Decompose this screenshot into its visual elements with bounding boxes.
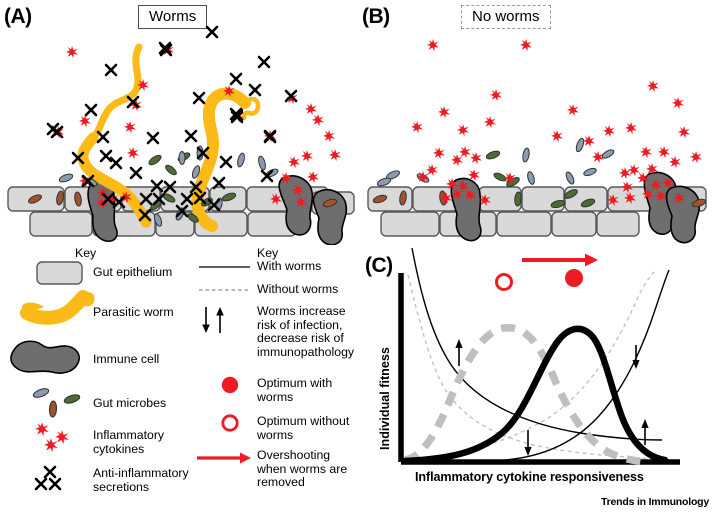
optimum-with-worms-marker — [565, 269, 583, 287]
key-right-item-label: Without worms — [257, 282, 339, 296]
key-right-icons — [197, 266, 251, 464]
gut-microbes-swatch — [32, 388, 81, 418]
panel-a: (A) Worms — [0, 0, 358, 245]
infection-shift-down-arrow — [632, 345, 640, 369]
inflammatory-cytokines-swatch — [35, 422, 69, 453]
key-right-item-label: Optimum with worms — [257, 376, 333, 404]
epithelium-lower-row — [29, 211, 297, 237]
open-red-circle-swatch — [221, 414, 239, 432]
key-left-heading: Key — [75, 246, 97, 260]
parasitic-worm — [191, 87, 261, 232]
chart-y-axis-label: Individual fitness — [378, 347, 392, 450]
panel-c-chart — [398, 247, 680, 466]
chart-x-axis-label: Inflammatory cytokine responsiveness — [415, 470, 644, 484]
gut-microbes — [372, 137, 707, 209]
anti-inflammatory-secretions-swatch — [34, 465, 62, 491]
panel-a-title: Worms — [138, 5, 208, 29]
key-right-item-label: Optimum without worms — [257, 414, 350, 442]
key-left: Key — [0, 245, 195, 516]
parasitic-worm — [77, 43, 152, 228]
key-left-item-label: Gut epithelium — [93, 265, 173, 279]
immunopathology-shift-down-arrow — [524, 430, 532, 456]
series-fitness-without-worms — [403, 324, 649, 466]
series-infection-risk-with-worms — [411, 247, 663, 441]
series-immunopathology-risk-without-worms — [404, 271, 655, 461]
immune-cell — [278, 175, 314, 236]
gut-epithelium-swatch — [36, 261, 83, 285]
key-right-item-label: With worms — [257, 259, 322, 273]
key-right-heading: Key — [257, 246, 279, 260]
filled-red-circle-swatch — [221, 376, 239, 394]
epithelium-lower-row — [380, 211, 640, 237]
journal-credit: Trends in Immunology — [601, 496, 710, 508]
key-left-item-label: Parasitic worm — [93, 305, 174, 319]
immune-cell — [312, 189, 348, 245]
immune-cell — [665, 185, 701, 244]
panel-a-letter: (A) — [4, 5, 32, 28]
panel-b-title: No worms — [461, 5, 551, 29]
panel-c: (C) — [360, 245, 716, 516]
series-immunopathology-risk-with-worms — [504, 269, 670, 461]
panel-b: (B) No worms — [358, 0, 716, 245]
key-left-item-label: Inflammatory cytokines — [93, 428, 165, 456]
immunopathology-shift-up-arrow — [641, 419, 649, 445]
overshoot-arrow — [522, 253, 598, 267]
key-right-item-label: Overshooting when worms are removed — [257, 448, 348, 490]
immune-cell-swatch — [10, 340, 81, 374]
key-left-icons — [10, 261, 95, 491]
panel-b-illustration — [367, 39, 707, 244]
panel-a-illustration — [7, 25, 355, 245]
key-left-item-label: Gut microbes — [93, 396, 167, 410]
parasitic-worm-swatch — [20, 290, 95, 325]
key-right-item-label: Worms increase risk of infection, decrea… — [257, 304, 355, 359]
up-down-arrows-swatch — [202, 307, 224, 333]
red-arrow-swatch — [197, 452, 251, 464]
panel-b-letter: (B) — [362, 5, 390, 28]
key-right: Key With worms Without worms Worms incre… — [195, 245, 360, 516]
optimum-without-worms-marker — [495, 273, 513, 291]
key-left-item-label: Immune cell — [93, 352, 160, 366]
key-left-item-label: Anti-inflammatory secretions — [93, 466, 189, 494]
panel-c-letter: (C) — [365, 254, 393, 277]
series-fitness-with-worms — [401, 325, 669, 465]
infection-shift-up-arrow — [455, 339, 463, 366]
